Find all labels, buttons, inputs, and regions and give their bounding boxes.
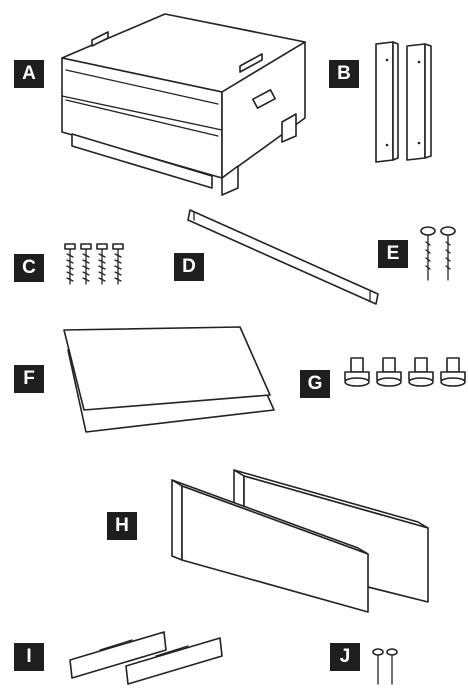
- label-j: J: [330, 643, 360, 671]
- label-i: I: [14, 643, 44, 671]
- label-d: D: [174, 253, 204, 281]
- brackets-illustration: [69, 631, 223, 685]
- metal-strip-illustration: [187, 209, 379, 305]
- label-f: F: [14, 365, 44, 393]
- label-a: A: [14, 60, 44, 88]
- label-e: E: [378, 240, 408, 268]
- posts-illustration: [375, 41, 432, 163]
- cabinet-illustration: [61, 13, 306, 196]
- wood-screws-illustration: [64, 243, 124, 285]
- label-c: C: [14, 254, 44, 282]
- label-g: G: [300, 370, 330, 398]
- bolts-illustration: [372, 648, 398, 685]
- leveling-feet-illustration: [344, 357, 466, 387]
- label-b: B: [329, 60, 359, 88]
- label-h: H: [107, 512, 137, 540]
- boards-illustration: [171, 469, 429, 613]
- long-screws-illustration: [420, 226, 456, 281]
- panels-illustration: [63, 326, 275, 433]
